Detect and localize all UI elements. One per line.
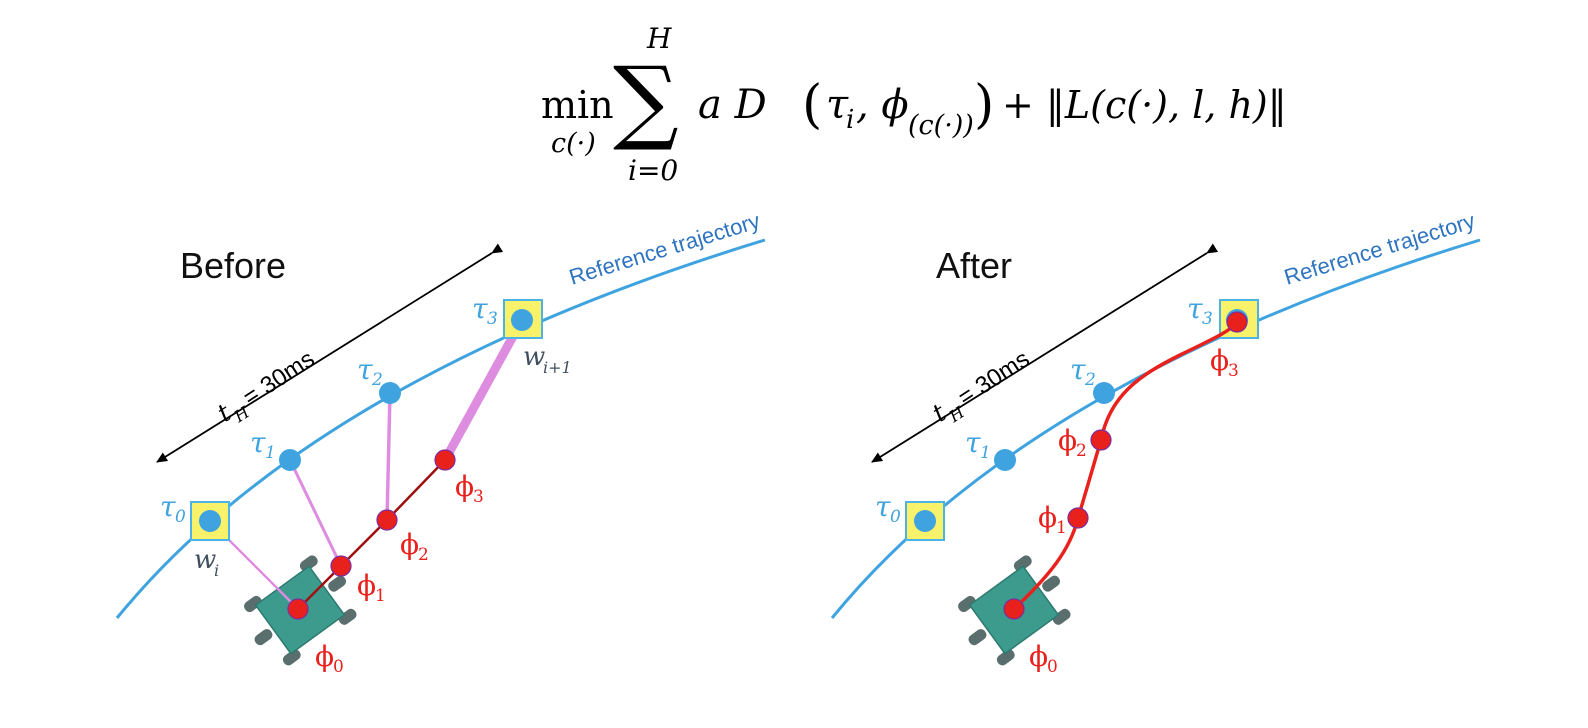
robot-wheel (1042, 575, 1061, 592)
error-link (288, 459, 343, 567)
robot-wheel (254, 629, 273, 646)
phi-label: ϕ (455, 470, 474, 503)
panel-title-after: After (936, 245, 1012, 286)
tau-sub: 1 (980, 443, 991, 463)
tau-sub: 2 (371, 370, 383, 390)
tau-label: τ (875, 490, 891, 523)
eq-sum-symbol: ∑ (613, 47, 679, 154)
phi-sub: 2 (418, 545, 429, 565)
reference-point (1093, 382, 1115, 404)
tau-label: τ (357, 353, 373, 386)
robot-wheel (244, 595, 262, 613)
predicted-point (287, 598, 309, 620)
eq-rparen: ) (974, 75, 994, 135)
predicted-point (434, 449, 456, 471)
phi-label: ϕ (315, 640, 334, 673)
tau-label: τ (160, 490, 176, 523)
eq-phi-sub: (c(·)) (908, 110, 974, 141)
horizon-value: = 30ms (238, 345, 319, 411)
robot-wheel (968, 629, 987, 646)
waypoint-start-label: w (194, 545, 216, 575)
predicted-trajectory-line (297, 459, 446, 610)
predicted-point (1090, 429, 1112, 451)
robot-wheel (299, 555, 318, 572)
horizon-label: t H = 30ms (212, 345, 320, 427)
tau-label: τ (472, 292, 488, 325)
robot-wheel (328, 575, 347, 592)
phi-sub: 3 (1228, 361, 1239, 381)
phi-label: ϕ (357, 569, 376, 602)
tau-sub: 0 (175, 507, 186, 527)
tau-sub: 3 (487, 309, 498, 329)
predicted-trajectory-curve (1012, 320, 1239, 611)
tau-sub: 0 (890, 507, 901, 527)
panel-after: After Reference trajectory t H = 30ms (830, 208, 1481, 677)
objective-equation: min c(·) H ∑ i=0 a D ( τ i , ϕ (c(·)) ) … (541, 22, 1287, 187)
reference-point (994, 449, 1016, 471)
predicted-point (330, 555, 352, 577)
robot-wheel (1013, 555, 1032, 572)
waypoint-end-sub: i+1 (543, 358, 572, 377)
predicted-point (376, 509, 398, 531)
reference-trajectory-curve (830, 238, 1481, 619)
reference-point (379, 382, 401, 404)
panel-title-before: Before (180, 245, 286, 286)
robot-wheel (1052, 608, 1071, 625)
waypoint-start-sub: i (214, 561, 219, 580)
error-link (441, 317, 526, 463)
phi-sub: 0 (1047, 657, 1058, 677)
phi-label: ϕ (1038, 501, 1057, 534)
error-link (385, 392, 392, 521)
phi-label: ϕ (1029, 640, 1048, 673)
robot-wheel (282, 649, 301, 666)
horizon-arrow (871, 243, 1219, 463)
phi-sub: 1 (375, 586, 386, 606)
eq-min: min (541, 83, 614, 127)
tau-label: τ (1187, 292, 1203, 325)
robot-wheel (338, 608, 357, 625)
predicted-point (1067, 507, 1089, 529)
horizon-arrow (156, 243, 504, 463)
tau-sub: 1 (265, 443, 276, 463)
eq-lparen: ( (802, 75, 822, 135)
robot-wheel (958, 595, 976, 613)
eq-tau: τ (826, 82, 849, 128)
eq-sum-upper: H (646, 22, 672, 55)
phi-label: ϕ (1210, 344, 1229, 377)
tau-sub: 3 (1202, 309, 1213, 329)
horizon-label: t H = 30ms (927, 345, 1035, 427)
eq-comma-phi: , ϕ (856, 82, 909, 128)
reference-point (511, 309, 533, 331)
reference-point (279, 449, 301, 471)
tau-label: τ (965, 426, 981, 459)
panel-before: Before Reference trajectory t H = 30ms (115, 208, 766, 677)
phi-sub: 0 (333, 657, 344, 677)
waypoint-end-label: w (523, 342, 545, 372)
predicted-point (1003, 598, 1025, 620)
robot-wheel (996, 649, 1015, 666)
tau-label: τ (250, 426, 266, 459)
tau-sub: 2 (1084, 370, 1096, 390)
phi-label: ϕ (400, 528, 419, 561)
reference-point (914, 510, 936, 532)
phi-label: ϕ (1058, 424, 1077, 457)
phi-sub: 2 (1076, 441, 1087, 461)
reference-point (199, 510, 221, 532)
tau-label: τ (1070, 353, 1086, 386)
phi-sub: 1 (1056, 518, 1067, 538)
phi-sub: 3 (473, 487, 484, 507)
eq-norm-term: + ‖L(c(·), l, h)‖ (1002, 83, 1287, 127)
predicted-point (1226, 311, 1248, 333)
eq-tau-sub: i (846, 105, 854, 135)
eq-sum-lower: i=0 (628, 154, 678, 187)
eq-body-a-d: a D (698, 82, 767, 128)
eq-min-sub: c(·) (551, 128, 596, 159)
horizon-value: = 30ms (953, 345, 1034, 411)
